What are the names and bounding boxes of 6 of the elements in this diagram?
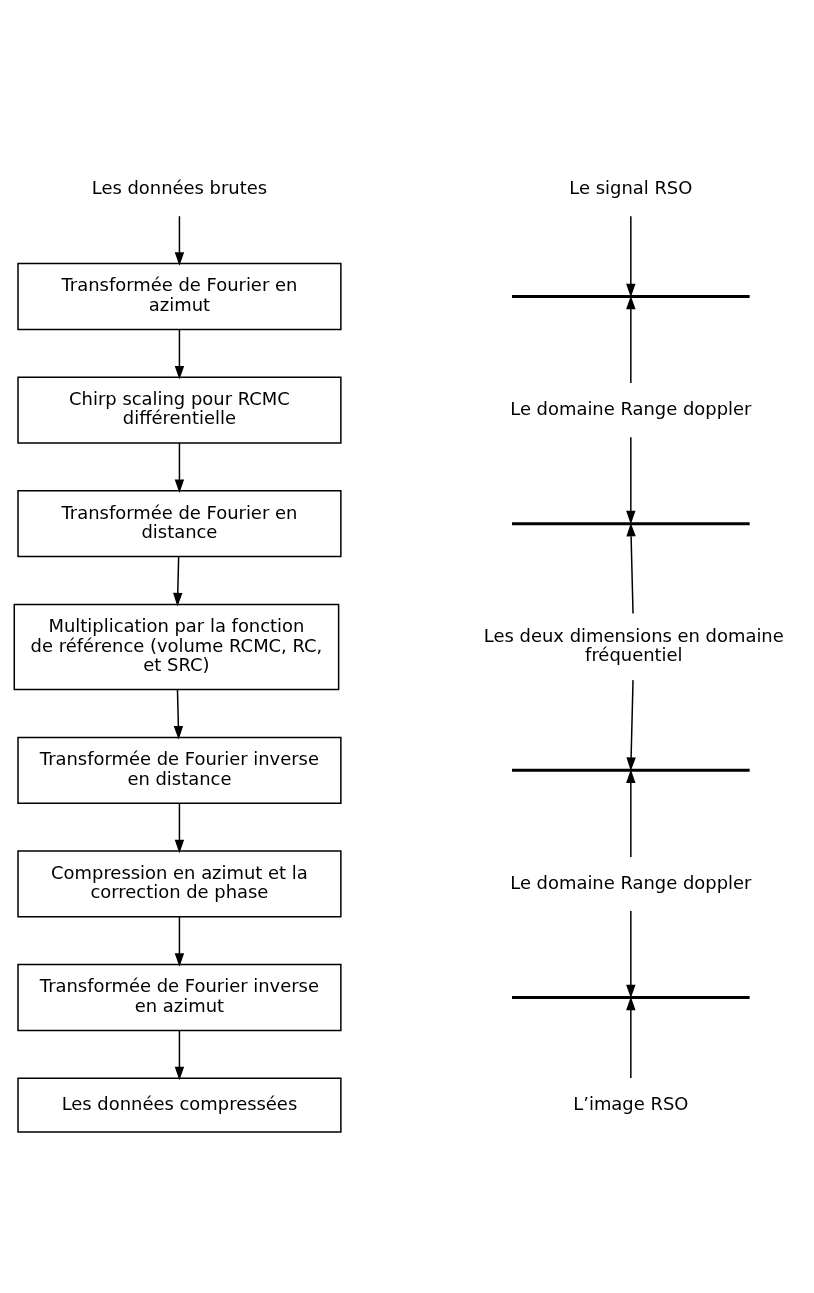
node-text: Le domaine Range doppler [510, 871, 752, 893]
node-text: L’image RSO [573, 1092, 689, 1114]
node-text: Le signal RSO [569, 176, 693, 198]
node-text: Le domaine Range doppler [510, 397, 752, 419]
node-text: Les deux dimensions en domaine fréquentiel [483, 624, 784, 665]
node-text: Les données brutes [91, 176, 268, 198]
